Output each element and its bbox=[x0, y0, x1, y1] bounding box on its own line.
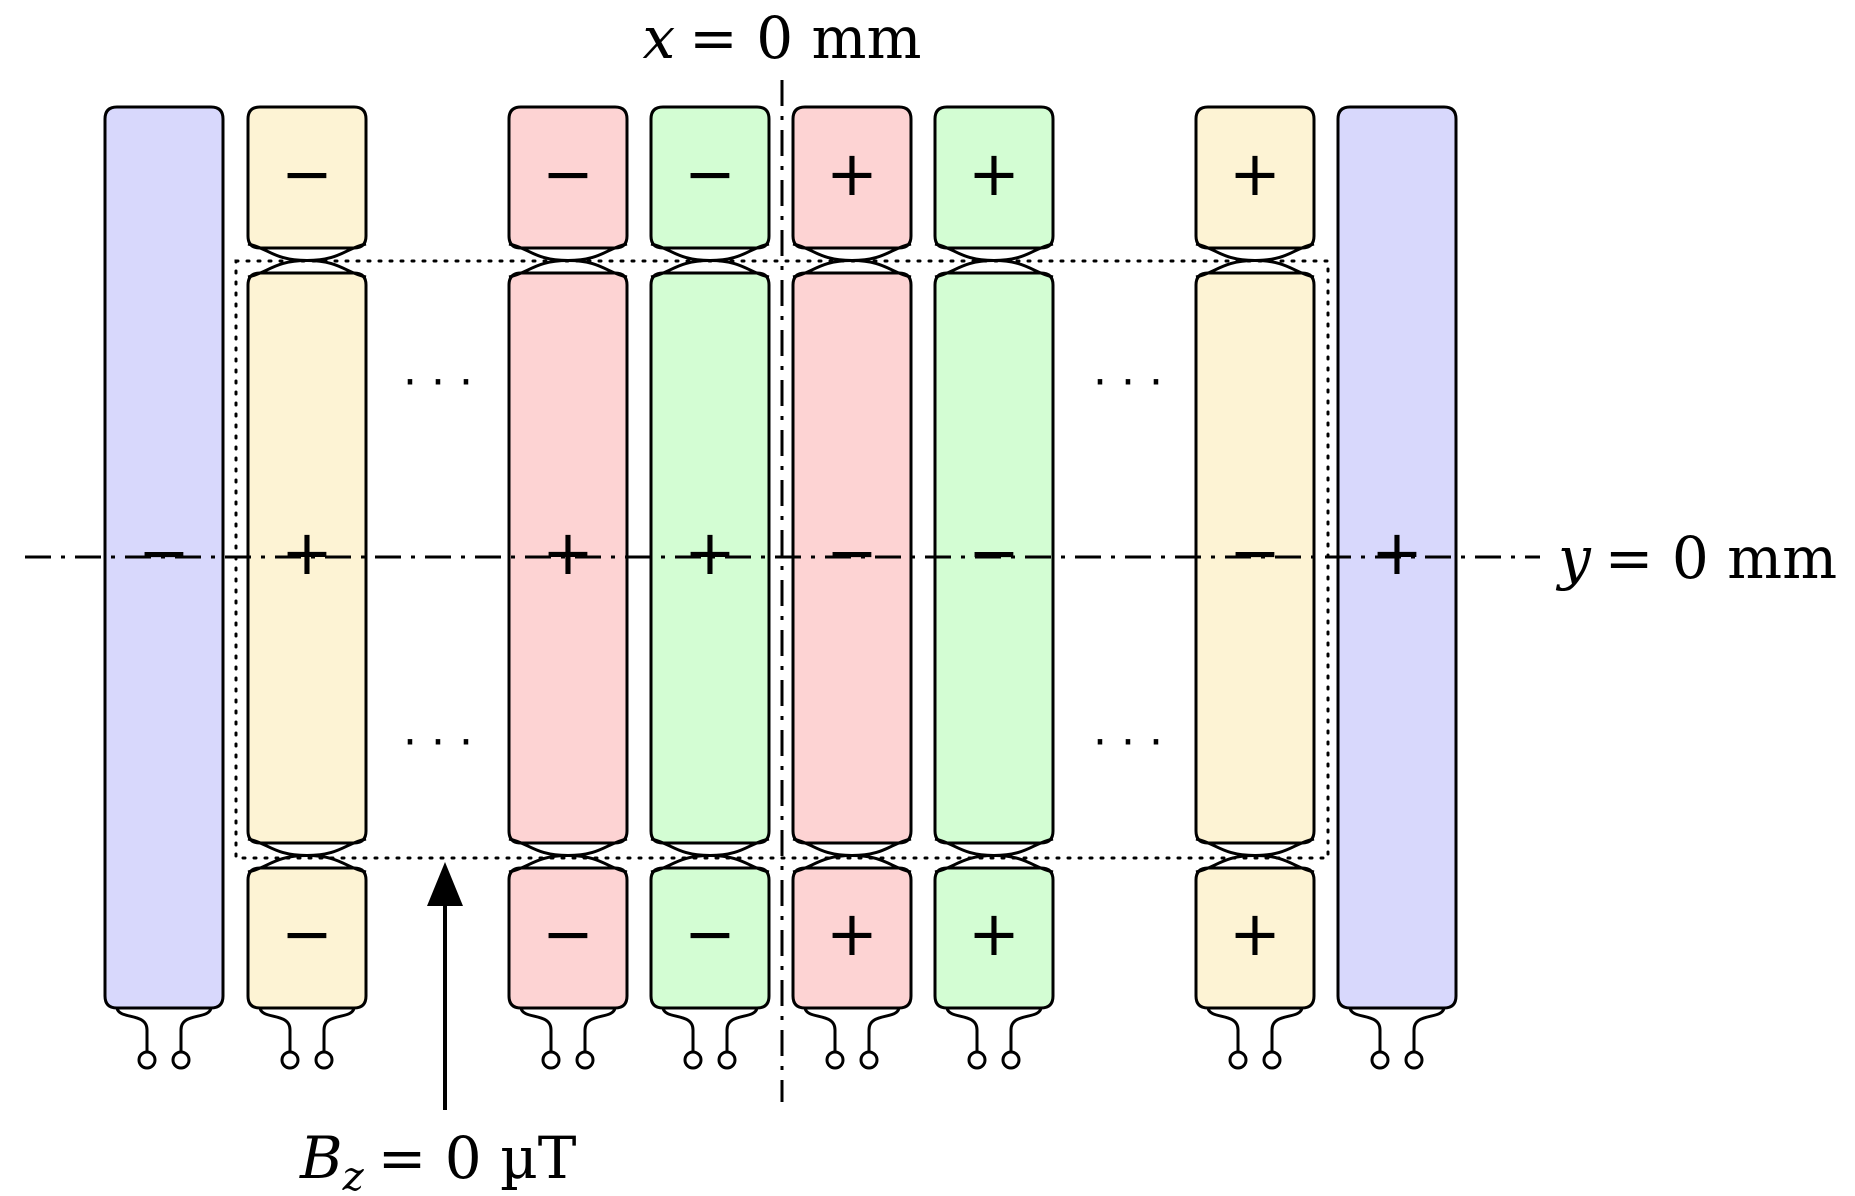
terminal-connector bbox=[1370, 1050, 1390, 1070]
terminal-connector bbox=[575, 1050, 595, 1070]
coil-top-polarity: − bbox=[281, 137, 333, 210]
coil-green-left: − + − bbox=[649, 105, 771, 1070]
coil-green-right: + − + bbox=[933, 105, 1055, 1070]
coil-yellow-right: + − + bbox=[1194, 105, 1316, 1070]
coil-twist-wire bbox=[792, 837, 912, 874]
ellipsis-lower-left: · · · bbox=[403, 717, 473, 768]
coil-center-polarity: + bbox=[281, 516, 333, 589]
bz-subscript: z bbox=[342, 1154, 365, 1196]
coil-top-polarity: − bbox=[542, 137, 594, 210]
coil-lead-wire bbox=[258, 1007, 292, 1052]
terminal-connector bbox=[1262, 1050, 1282, 1070]
coil-lead-wire bbox=[803, 1007, 837, 1052]
bz-label: Bz = 0 µT bbox=[299, 1124, 577, 1196]
coil-lead-wire bbox=[583, 1007, 617, 1052]
coil-bottom-polarity: + bbox=[826, 897, 878, 970]
coil-top-polarity: + bbox=[826, 137, 878, 210]
coil-top-polarity: − bbox=[684, 137, 736, 210]
coil-top-polarity: + bbox=[1229, 137, 1281, 210]
terminal-connector bbox=[541, 1050, 561, 1070]
coil-center-polarity: − bbox=[1229, 516, 1281, 589]
coil-lead-wire bbox=[519, 1007, 553, 1052]
coil-top-polarity: + bbox=[968, 137, 1020, 210]
coil-twist-wire bbox=[508, 837, 628, 874]
coil-center-polarity: + bbox=[1371, 516, 1423, 589]
terminal-connector bbox=[314, 1050, 334, 1070]
coil-lead-wire bbox=[179, 1007, 213, 1052]
coil-blue-right: + bbox=[1336, 105, 1458, 1070]
ellipsis-upper-right: · · · bbox=[1093, 357, 1163, 408]
coil-blue-left: − bbox=[103, 105, 225, 1070]
ellipsis-lower-right: · · · bbox=[1093, 717, 1163, 768]
bz-value: = 0 µT bbox=[378, 1124, 577, 1192]
bz-arrow-head bbox=[427, 862, 463, 906]
terminal-connector bbox=[1001, 1050, 1021, 1070]
coil-lead-wire bbox=[867, 1007, 901, 1052]
coil-bottom-polarity: + bbox=[1229, 897, 1281, 970]
terminal-connector bbox=[171, 1050, 191, 1070]
terminal-connector bbox=[825, 1050, 845, 1070]
coil-center-polarity: − bbox=[138, 516, 190, 589]
coil-lead-wire bbox=[1348, 1007, 1382, 1052]
coil-lead-wire bbox=[115, 1007, 149, 1052]
coil-center-polarity: − bbox=[968, 516, 1020, 589]
coil-twist-wire bbox=[1195, 837, 1315, 874]
x-axis-value: = 0 mm bbox=[689, 4, 921, 72]
coil-center-polarity: + bbox=[542, 516, 594, 589]
coil-twist-wire bbox=[247, 837, 367, 874]
coil-lead-wire bbox=[1412, 1007, 1446, 1052]
y-axis-label: y= 0 mm bbox=[1555, 524, 1837, 592]
coil-twist-wire bbox=[247, 242, 367, 279]
coil-bottom-polarity: − bbox=[542, 897, 594, 970]
terminal-connector bbox=[1404, 1050, 1424, 1070]
coil-center-polarity: + bbox=[684, 516, 736, 589]
coil-yellow-left: − + − bbox=[246, 105, 368, 1070]
coil-lead-wire bbox=[1270, 1007, 1304, 1052]
coil-red-right: + − + bbox=[791, 105, 913, 1070]
terminal-connector bbox=[859, 1050, 879, 1070]
coil-lead-wire bbox=[661, 1007, 695, 1052]
coil-lead-wire bbox=[945, 1007, 979, 1052]
coil-lead-wire bbox=[1206, 1007, 1240, 1052]
x-axis-label: x= 0 mm bbox=[642, 4, 921, 72]
x-axis-variable: x bbox=[642, 4, 675, 72]
terminal-connector bbox=[137, 1050, 157, 1070]
coil-bottom-polarity: − bbox=[281, 897, 333, 970]
bz-variable: B bbox=[299, 1124, 343, 1192]
coil-lead-wire bbox=[322, 1007, 356, 1052]
coil-bottom-polarity: + bbox=[968, 897, 1020, 970]
terminal-connector bbox=[717, 1050, 737, 1070]
coil-twist-wire bbox=[650, 837, 770, 874]
coil-lead-wire bbox=[725, 1007, 759, 1052]
coil-twist-wire bbox=[1195, 242, 1315, 279]
y-axis-value: = 0 mm bbox=[1605, 524, 1837, 592]
coil-red-left: − + − bbox=[507, 105, 629, 1070]
coil-lead-wire bbox=[1009, 1007, 1043, 1052]
terminal-connector bbox=[967, 1050, 987, 1070]
y-axis-variable: y bbox=[1555, 524, 1592, 592]
terminal-connector bbox=[683, 1050, 703, 1070]
coil-bottom-polarity: − bbox=[684, 897, 736, 970]
ellipsis-upper-left: · · · bbox=[403, 357, 473, 408]
coil-twist-wire bbox=[934, 837, 1054, 874]
bz-zero-contour bbox=[234, 259, 1330, 860]
terminal-connector bbox=[1228, 1050, 1248, 1070]
coil-center-polarity: − bbox=[826, 516, 878, 589]
terminal-connector bbox=[280, 1050, 300, 1070]
